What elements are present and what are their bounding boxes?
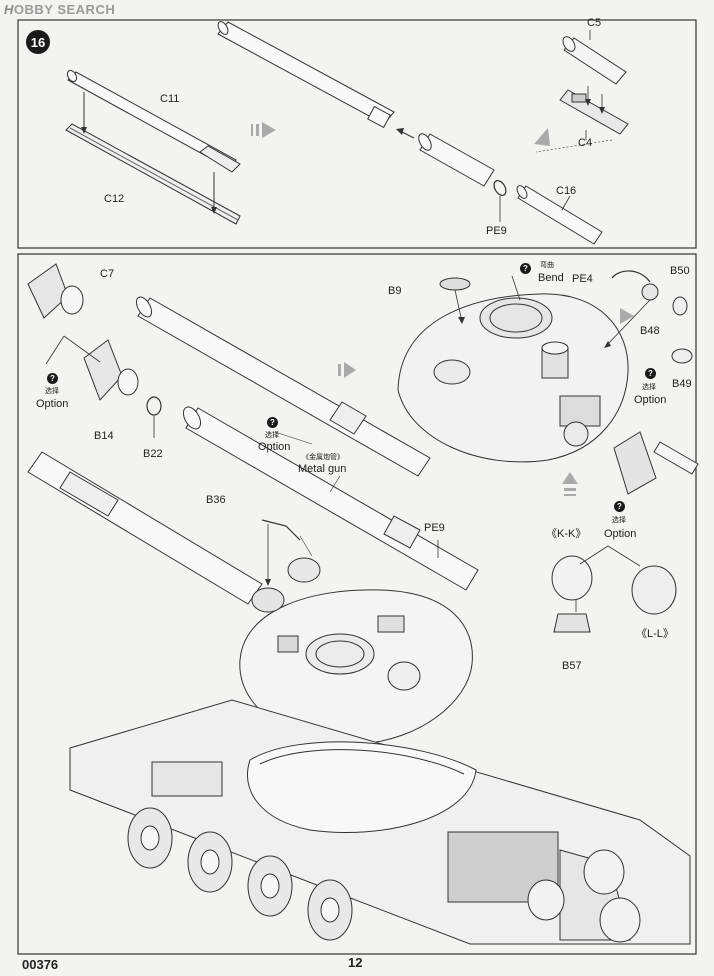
question-icon: ? [47,373,58,384]
part-b36-drawing [261,519,301,541]
option-right: Option [634,394,667,406]
watermark-brand-initial: H [4,2,14,17]
question-icon-4: ? [614,501,625,512]
barrel-metal-drawing [182,406,479,591]
part-c11-drawing [66,69,241,173]
step-arrow-icon-5 [562,472,578,496]
label-b22: B22 [143,448,163,460]
step-arrow-icon-3 [338,362,356,378]
fuel-drums-drawing [527,849,641,943]
option-left: Option [36,398,69,410]
part-c16-drawing [516,185,603,245]
part-b22-drawing [146,396,162,416]
option-mid-cn: 选择 [265,432,279,439]
label-ll: 《L-L》 [636,628,674,640]
top-panel-frame [17,19,697,249]
label-b50: B50 [670,265,690,277]
label-pe4: PE4 [572,273,593,285]
main-barrel-drawing [27,451,263,605]
part-b49-drawing [671,348,693,364]
part-b9-drawing [439,277,471,291]
turret-upper-drawing [397,293,629,463]
part-c4-drawing [559,89,629,135]
step-arrow-icon [251,122,276,138]
step-arrow-icon-2 [534,128,550,146]
turret-gun-stub-drawing [613,431,699,495]
bend-icon: ? [520,263,531,274]
option-left-cn: 选择 [45,388,59,395]
watermark-brand-text: OBBY SEARCH [13,2,116,17]
label-c11: C11 [160,93,180,105]
label-c4: C4 [578,137,593,149]
label-b57: B57 [562,660,582,672]
barrel-plastic-drawing [135,296,431,477]
label-b14: B14 [94,430,114,442]
label-b48: B48 [640,325,660,337]
option-mid: Option [258,441,291,453]
part-b14-drawing [83,339,139,401]
muzzle-tube-drawing [418,133,495,187]
road-wheels-drawing [127,807,353,941]
part-pe4-drawing [611,270,651,283]
part-b48-drawing [641,283,659,301]
option-rb-cn: 选择 [612,517,626,524]
option-right-cn: 选择 [642,384,656,391]
question-icon-3: ? [645,368,656,379]
label-pe9-bottom: PE9 [424,522,445,534]
label-metal-gun: Metal gun [298,463,347,475]
part-c5-drawing [562,36,627,85]
label-b36: B36 [206,494,226,506]
bottom-panel-frame [17,253,697,955]
label-pe9-top: PE9 [486,225,507,237]
label-c5: C5 [587,17,602,29]
label-c12: C12 [104,193,125,205]
turret-main-drawing [239,557,473,745]
part-c7-drawing [27,263,84,319]
step-number-badge: 16 [26,30,50,54]
bend-cn: 弯曲 [540,262,554,269]
label-c16: C16 [556,185,577,197]
option-rb: Option [604,528,637,540]
label-kk: 《K-K》 [546,528,587,540]
part-b57-drawing [551,555,593,633]
metal-gun-cn: 《金属炮管》 [302,454,344,461]
step-arrow-icon-4 [620,308,634,324]
part-ll-drawing [631,565,677,615]
pe9-ring-drawing [493,180,507,196]
part-b50-drawing [672,296,688,316]
watermark-logo: HOBBY SEARCH [4,2,115,17]
question-icon-2: ? [267,417,278,428]
label-bend: Bend [538,272,564,284]
footer-page-number: 12 [348,955,363,970]
label-b49: B49 [672,378,692,390]
part-c12-drawing [65,123,241,225]
label-b9: B9 [388,285,402,297]
label-c7: C7 [100,268,115,280]
footer-product-code: 00376 [22,957,59,972]
assembled-barrel-drawing [217,21,395,129]
